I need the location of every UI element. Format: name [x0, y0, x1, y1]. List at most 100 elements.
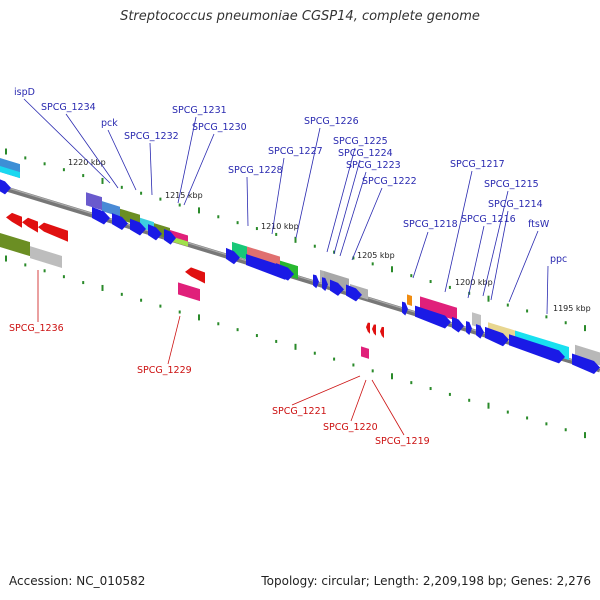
forward-cds-arrows [0, 179, 600, 374]
tick-dot [410, 274, 413, 278]
label-leader-lines [23, 98, 549, 436]
reverse-cds-arrow [22, 217, 38, 233]
forward-cds-arrow [226, 247, 240, 265]
gene-label-spcg1220: SPCG_1220 [323, 422, 378, 433]
leader-line [149, 142, 153, 196]
tick-dot [294, 236, 297, 243]
leader-line [444, 170, 473, 293]
tick-dot [178, 310, 181, 314]
reverse-cds-arrow [380, 326, 384, 339]
bottom-gene-labels: SPCG_1236 SPCG_1229 SPCG_1221 SPCG_1220 … [9, 323, 430, 447]
gene-label-spcg1216: SPCG_1216 [461, 214, 516, 225]
tick-label-1200: 1200 kbp [455, 278, 493, 287]
forward-cds-arrow [322, 277, 328, 292]
leader-line [333, 159, 361, 255]
leader-line [482, 190, 509, 297]
tick-dot [255, 334, 258, 338]
tick-label-1205: 1205 kbp [357, 251, 395, 260]
leader-line [467, 225, 485, 299]
tick-dot [448, 392, 451, 396]
gene-label-spcg1222: SPCG_1222 [362, 176, 417, 187]
leader-line [326, 147, 356, 253]
tick-dot [101, 284, 104, 291]
tick-dot [333, 357, 336, 361]
leader-line [246, 176, 249, 227]
forward-cds-arrow [452, 316, 464, 333]
leader-line [65, 113, 119, 189]
tick-dot [236, 221, 239, 225]
tick-dot [429, 387, 432, 391]
forward-cds-arrow [130, 218, 146, 236]
gene-label-spcg1219: SPCG_1219 [375, 436, 430, 447]
reverse-cds-arrow [38, 222, 68, 242]
tick-dot [43, 162, 46, 166]
forward-cds-arrow [112, 213, 128, 231]
tick-dot [140, 298, 143, 302]
tick-label-1210: 1210 kbp [261, 222, 299, 231]
tick-dot [101, 177, 104, 184]
leader-line [490, 210, 509, 301]
leader-line [23, 98, 111, 184]
tick-dot [506, 303, 509, 307]
gene-label-spcg1230: SPCG_1230 [192, 122, 247, 133]
leader-line [107, 129, 137, 191]
reverse-cds-arrows [6, 212, 384, 339]
leader-line [339, 171, 367, 257]
tick-dot [62, 168, 65, 172]
tick-dot [275, 232, 278, 236]
tick-dot [468, 398, 471, 402]
leader-line [177, 116, 197, 204]
leader-line [351, 187, 383, 261]
tick-label-1195: 1195 kbp [553, 304, 591, 313]
gene-label-spcg1215: SPCG_1215 [484, 179, 539, 190]
reverse-cds-arrow [185, 267, 205, 284]
gene-label-pck: pck [101, 118, 118, 129]
tick-dot [198, 207, 200, 214]
tick-dot [584, 325, 586, 332]
gene-label-spcg1228: SPCG_1228 [228, 165, 283, 176]
leader-line [508, 230, 539, 303]
tick-dot [352, 256, 355, 260]
forward-cds-arrow [313, 274, 319, 289]
gene-label-spcg1218: SPCG_1218 [403, 219, 458, 230]
gene-label-spcg1231: SPCG_1231 [172, 105, 227, 116]
top-gene-labels: ispD SPCG_1234 pck SPCG_1232 SPCG_1231 S… [14, 87, 567, 265]
map-title: Streptococcus pneumoniae CGSP14, complet… [120, 9, 480, 24]
gene-label-ppc: ppc [550, 254, 567, 265]
bottom-tick-dots [5, 255, 586, 439]
tick-dot [584, 432, 586, 439]
tick-dot [448, 285, 451, 289]
accession-text: Accession: NC_010582 [9, 574, 146, 588]
reverse-feature-band [0, 231, 369, 359]
leader-line [167, 315, 181, 365]
gene-label-spcg1236: SPCG_1236 [9, 323, 64, 334]
tick-dot [140, 191, 143, 195]
gene-label-spcg1217: SPCG_1217 [450, 159, 505, 170]
leader-line [412, 231, 429, 279]
tick-dot [564, 321, 567, 325]
reverse-cds-arrow [372, 324, 376, 336]
gene-label-ftsW: ftsW [528, 219, 550, 230]
tick-dot [159, 304, 162, 308]
tick-dot [217, 215, 220, 219]
forward-cds-arrow [92, 207, 110, 225]
tick-dot [255, 227, 258, 231]
forward-cds-arrow [330, 279, 344, 296]
tick-dot [159, 197, 162, 201]
leader-line [350, 379, 367, 422]
tick-dot [120, 185, 123, 189]
gene-label-spcg1223: SPCG_1223 [346, 160, 401, 171]
tick-dot [43, 269, 46, 273]
leader-line [371, 379, 405, 436]
gene-label-spcg1227: SPCG_1227 [268, 146, 323, 157]
forward-cds-arrow [148, 224, 162, 241]
tick-dot [391, 266, 393, 273]
tick-dot [294, 343, 297, 350]
tick-dot [333, 250, 336, 254]
tick-dot [564, 428, 567, 432]
tick-dot [24, 263, 27, 267]
gene-label-spcg1221: SPCG_1221 [272, 406, 327, 417]
tick-dot [217, 322, 220, 326]
forward-cds-arrow [476, 324, 484, 339]
scale-ticks: 1220 kbp 1215 kbp 1210 kbp 1205 kbp 1200… [68, 158, 591, 313]
